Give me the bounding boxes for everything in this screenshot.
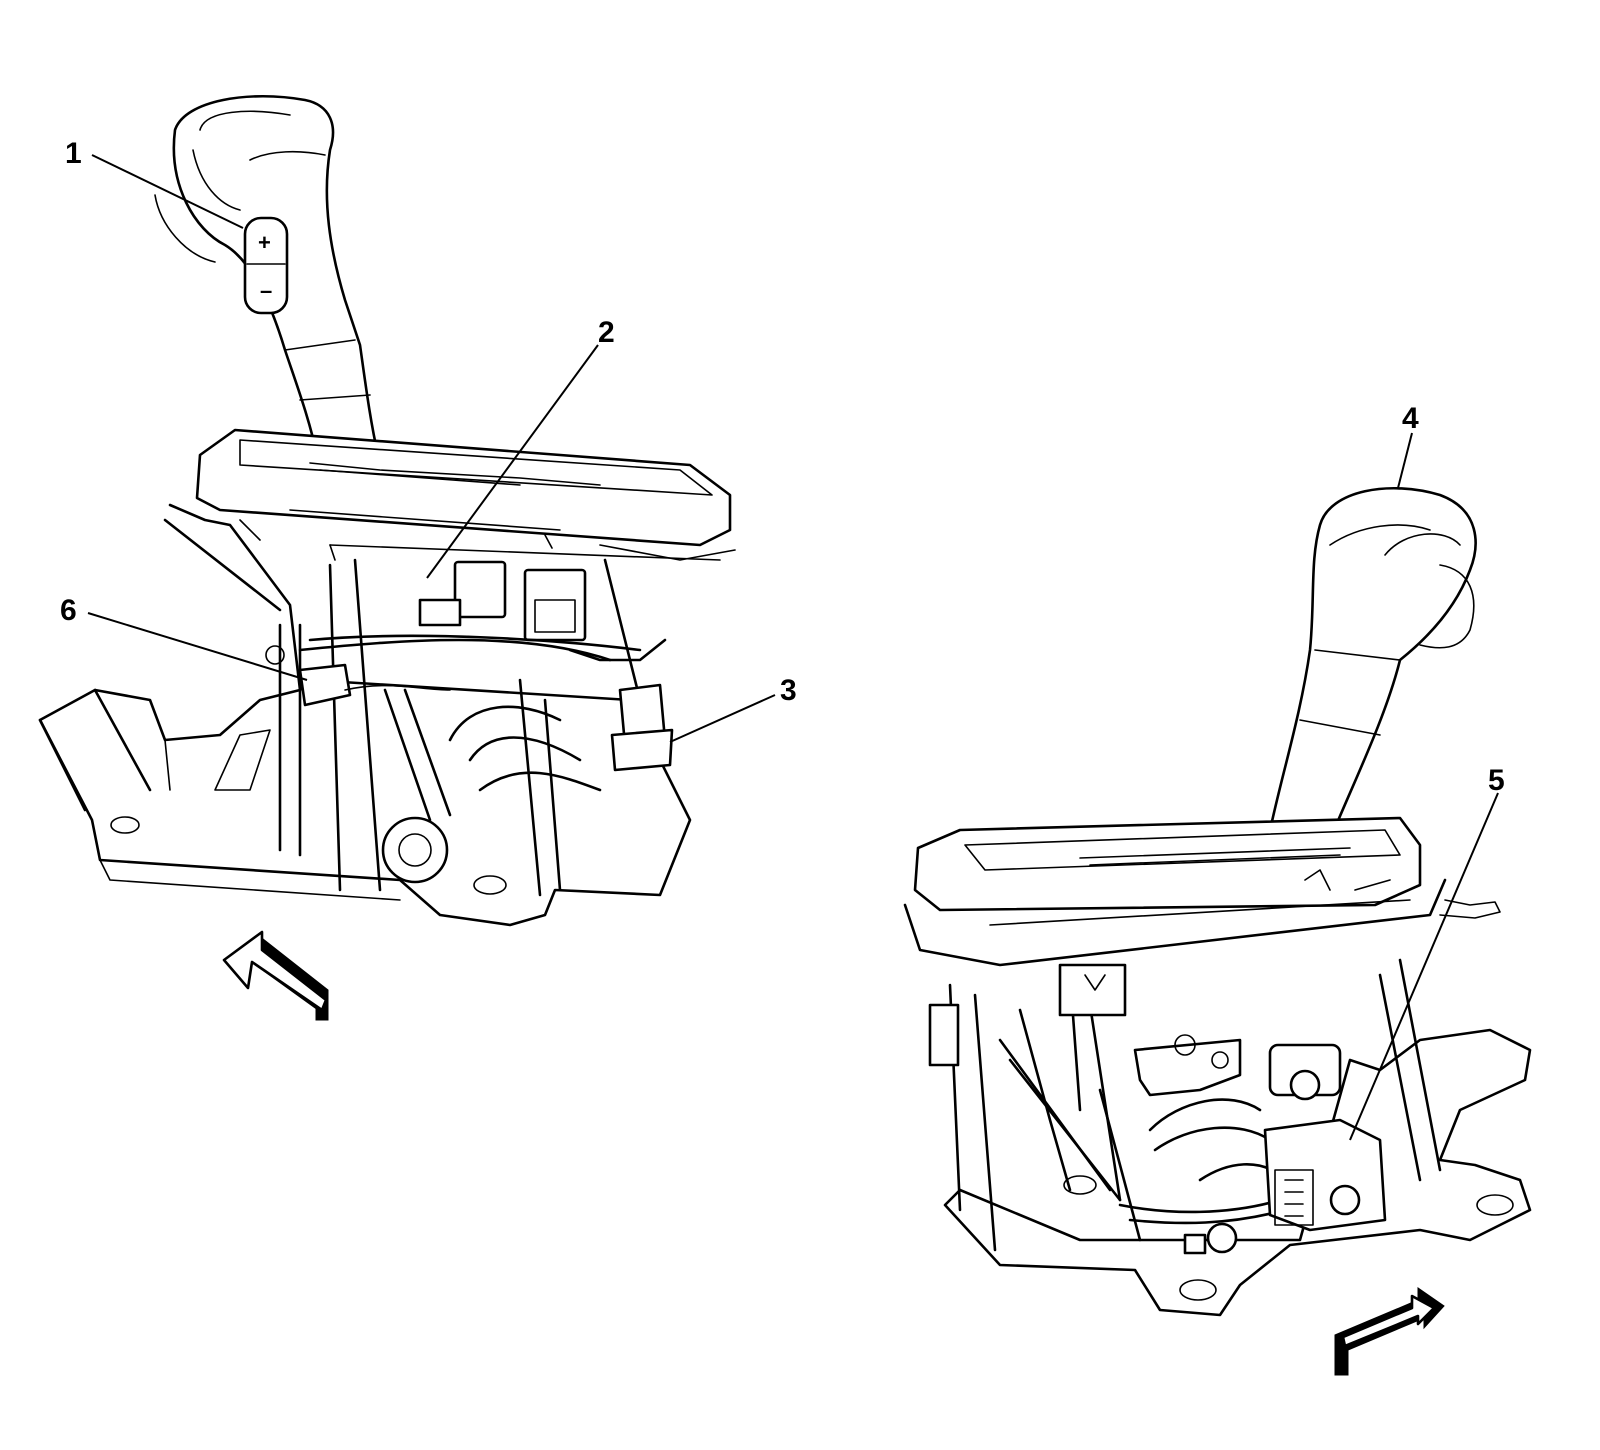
right-indicator-bezel (913, 816, 1422, 912)
callout-4: 4 (1397, 402, 1419, 489)
callout-label-3: 3 (780, 674, 797, 707)
minus-button-glyph: – (260, 278, 272, 303)
plus-button-glyph: + (258, 230, 271, 255)
callout-5: 5 (1349, 764, 1505, 1141)
right-internal-mechanism (998, 869, 1501, 1255)
left-shift-knob: + – (154, 94, 380, 462)
callout-label-5: 5 (1488, 764, 1505, 797)
callout-label-6: 6 (60, 594, 77, 627)
right-view-direction-arrow (1334, 1287, 1445, 1376)
left-internal-mechanism (239, 519, 674, 884)
callout-label-2: 2 (598, 316, 615, 349)
callout-label-4: 4 (1402, 402, 1419, 435)
park-lock-solenoid-connector (1263, 1118, 1387, 1232)
left-base-frame (38, 503, 736, 927)
callout-2: 2 (426, 316, 615, 579)
callout-6: 6 (60, 594, 308, 681)
callout-3: 3 (669, 674, 797, 743)
left-indicator-bezel (195, 428, 732, 547)
right-shifter-assembly (903, 486, 1532, 1376)
callout-1: 1 (65, 137, 244, 229)
left-shifter-assembly: + – (38, 94, 736, 1021)
right-shift-knob (1266, 486, 1477, 842)
callout-label-1: 1 (65, 137, 82, 170)
left-view-direction-arrow (222, 930, 329, 1021)
right-base-frame (903, 878, 1532, 1317)
callouts: 1 2 3 4 5 6 (60, 137, 1505, 1141)
